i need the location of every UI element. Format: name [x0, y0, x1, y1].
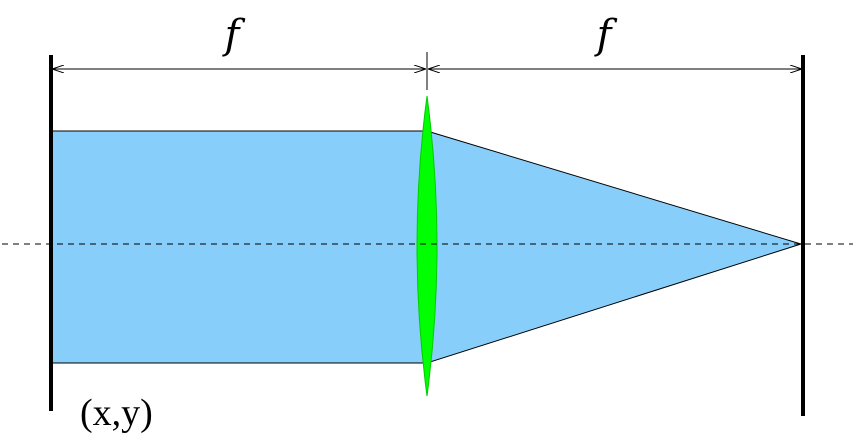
- lens: [416, 95, 438, 397]
- collimated-beam: [51, 130, 428, 364]
- focal-length-label-right: f: [594, 12, 618, 58]
- input-plane-coordinate-label: (x,y): [80, 392, 153, 434]
- converging-beam: [426, 130, 803, 364]
- focal-length-label-left: f: [222, 12, 246, 58]
